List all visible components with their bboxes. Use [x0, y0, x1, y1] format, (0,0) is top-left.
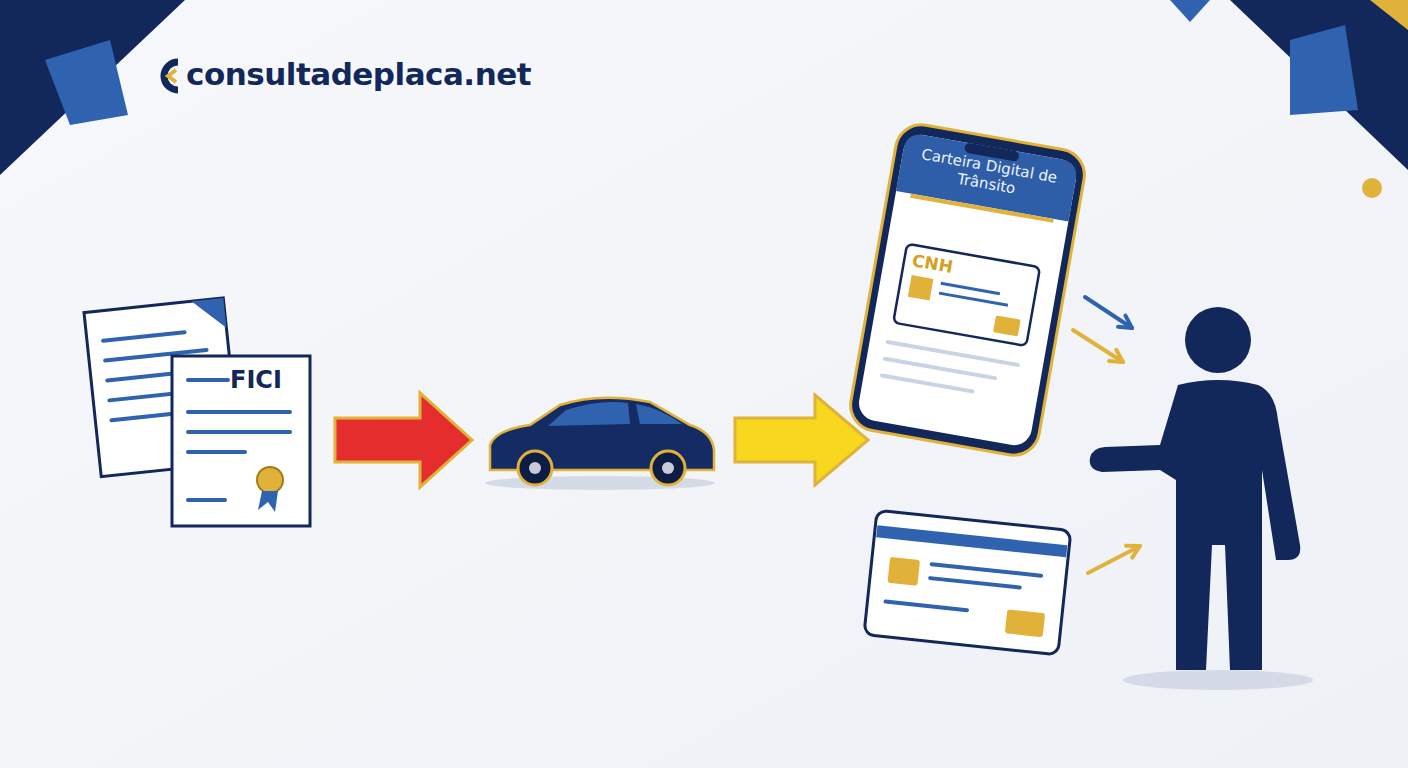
bank-card	[864, 510, 1071, 655]
pointer-arrow	[1073, 330, 1123, 362]
phone-case	[847, 121, 1089, 459]
logo-mark	[164, 62, 178, 90]
document-page	[172, 356, 310, 526]
logo-text: consultadeplaca.net	[186, 56, 531, 92]
car-window	[548, 402, 630, 426]
car	[485, 398, 715, 490]
car-hub	[529, 462, 541, 474]
phone-screen	[856, 132, 1079, 448]
person	[1090, 307, 1313, 690]
pointer-arrow	[1085, 297, 1132, 328]
document-front	[172, 356, 310, 526]
corner-shape	[45, 40, 128, 125]
car-window	[636, 404, 682, 424]
pointer-arrow-head	[1126, 546, 1140, 558]
card-photo	[993, 315, 1021, 336]
small-arrows	[1073, 297, 1140, 573]
document-text: FICI	[230, 366, 304, 395]
cnh-card: CNH	[893, 244, 1040, 346]
car-hub	[662, 462, 674, 474]
corner-shape	[0, 0, 185, 175]
pointer-arrow-head	[1118, 316, 1132, 328]
seal-ribbon	[258, 491, 278, 512]
pointer-arrow-head	[1109, 350, 1123, 362]
corner-shape	[1370, 0, 1408, 30]
screen-lines	[882, 342, 1018, 398]
phone	[847, 121, 1089, 459]
cnh-card	[893, 244, 1040, 346]
seal	[257, 467, 283, 493]
yellow-arrow	[735, 395, 868, 485]
logo-mark	[168, 70, 176, 82]
header-rule	[910, 194, 1053, 223]
document-lines	[188, 380, 290, 500]
document-fold	[191, 298, 226, 331]
corner-shape	[1230, 0, 1408, 170]
car-wheel	[518, 451, 552, 485]
document: FICI	[172, 356, 310, 526]
cnh-card-text: CNH	[911, 250, 993, 284]
gold-dot	[1362, 178, 1382, 198]
card-chip	[908, 275, 933, 300]
car-wheel	[651, 451, 685, 485]
pointer-arrow	[1088, 546, 1140, 573]
corner-shape	[1170, 0, 1210, 22]
corner-shape	[1290, 25, 1358, 115]
red-arrow	[335, 393, 472, 487]
